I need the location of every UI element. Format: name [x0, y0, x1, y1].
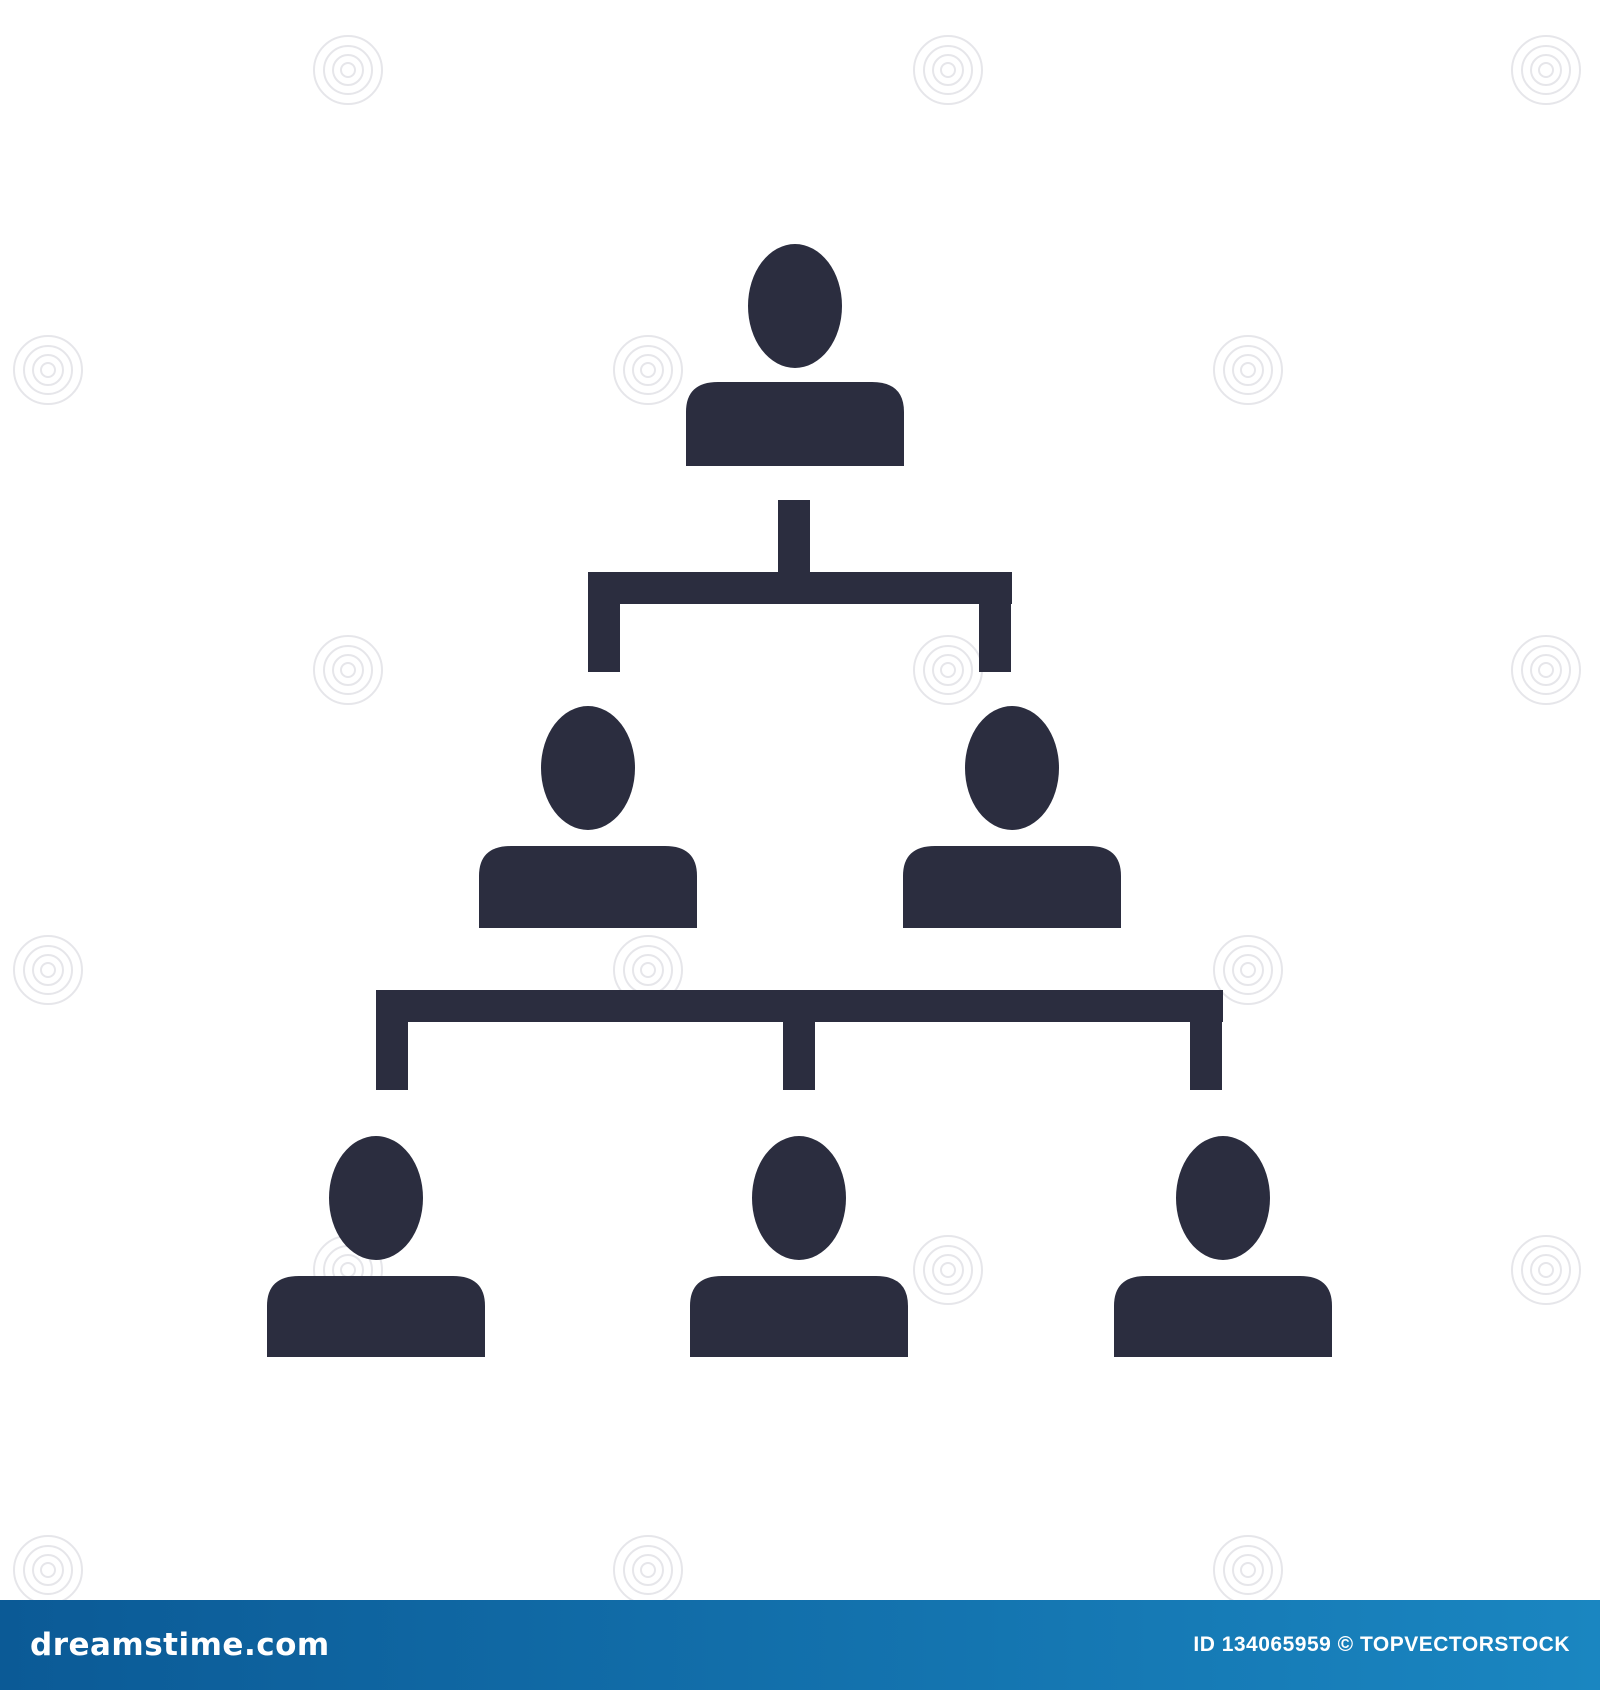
- spiral-watermark-icon: [913, 635, 983, 705]
- spiral-watermark-icon: [1511, 1235, 1581, 1305]
- connector-segment: [778, 500, 810, 575]
- person-icon: [479, 706, 697, 928]
- person-head: [748, 244, 842, 368]
- connector-level2-to-level3: [376, 990, 1223, 1090]
- spiral-watermark-icon: [13, 1535, 83, 1600]
- person-icon: [267, 1136, 485, 1357]
- person-body: [686, 382, 904, 466]
- connector-segment: [1190, 990, 1222, 1090]
- person-head: [1176, 1136, 1270, 1260]
- spiral-watermark-icon: [913, 35, 983, 105]
- spiral-watermark-icon: [1511, 35, 1581, 105]
- person-head: [329, 1136, 423, 1260]
- person-body: [903, 846, 1121, 928]
- person-icon: [1114, 1136, 1332, 1357]
- spiral-watermark-icon: [313, 635, 383, 705]
- connector-segment: [588, 572, 1012, 604]
- person-body: [1114, 1276, 1332, 1357]
- footer-bar: dreamstime.com ID 134065959 © TOPVECTORS…: [0, 1600, 1600, 1690]
- spiral-watermark-icon: [313, 35, 383, 105]
- org-chart: [267, 244, 1332, 1357]
- person-body: [479, 846, 697, 928]
- spiral-watermark-icon: [613, 1535, 683, 1600]
- spiral-watermark-icon: [1511, 635, 1581, 705]
- connector-segment: [376, 990, 1223, 1022]
- brand-logo-text: dreamstime.com: [30, 1627, 330, 1663]
- person-icon: [686, 244, 904, 466]
- connector-segment: [376, 990, 408, 1090]
- person-head: [965, 706, 1059, 830]
- image-credit: ID 134065959 © TOPVECTORSTOCK: [1193, 1633, 1570, 1656]
- org-chart-diagram: [13, 35, 1581, 1600]
- person-head: [752, 1136, 846, 1260]
- spiral-watermark-icon: [13, 935, 83, 1005]
- person-head: [541, 706, 635, 830]
- spiral-watermark-icon: [913, 1235, 983, 1305]
- connector-segment: [588, 572, 620, 672]
- spiral-watermark-icon: [1213, 335, 1283, 405]
- person-icon: [903, 706, 1121, 928]
- connector-level1-to-level2: [588, 500, 1012, 672]
- connector-segment: [979, 572, 1011, 672]
- spiral-watermark-icon: [613, 335, 683, 405]
- person-body: [267, 1276, 485, 1357]
- person-nodes: [267, 244, 1332, 1357]
- spiral-watermark-icon: [1213, 1535, 1283, 1600]
- person-icon: [690, 1136, 908, 1357]
- spiral-watermark-icon: [13, 335, 83, 405]
- connector-segment: [783, 1020, 815, 1090]
- spiral-watermark-icon: [1213, 935, 1283, 1005]
- person-body: [690, 1276, 908, 1357]
